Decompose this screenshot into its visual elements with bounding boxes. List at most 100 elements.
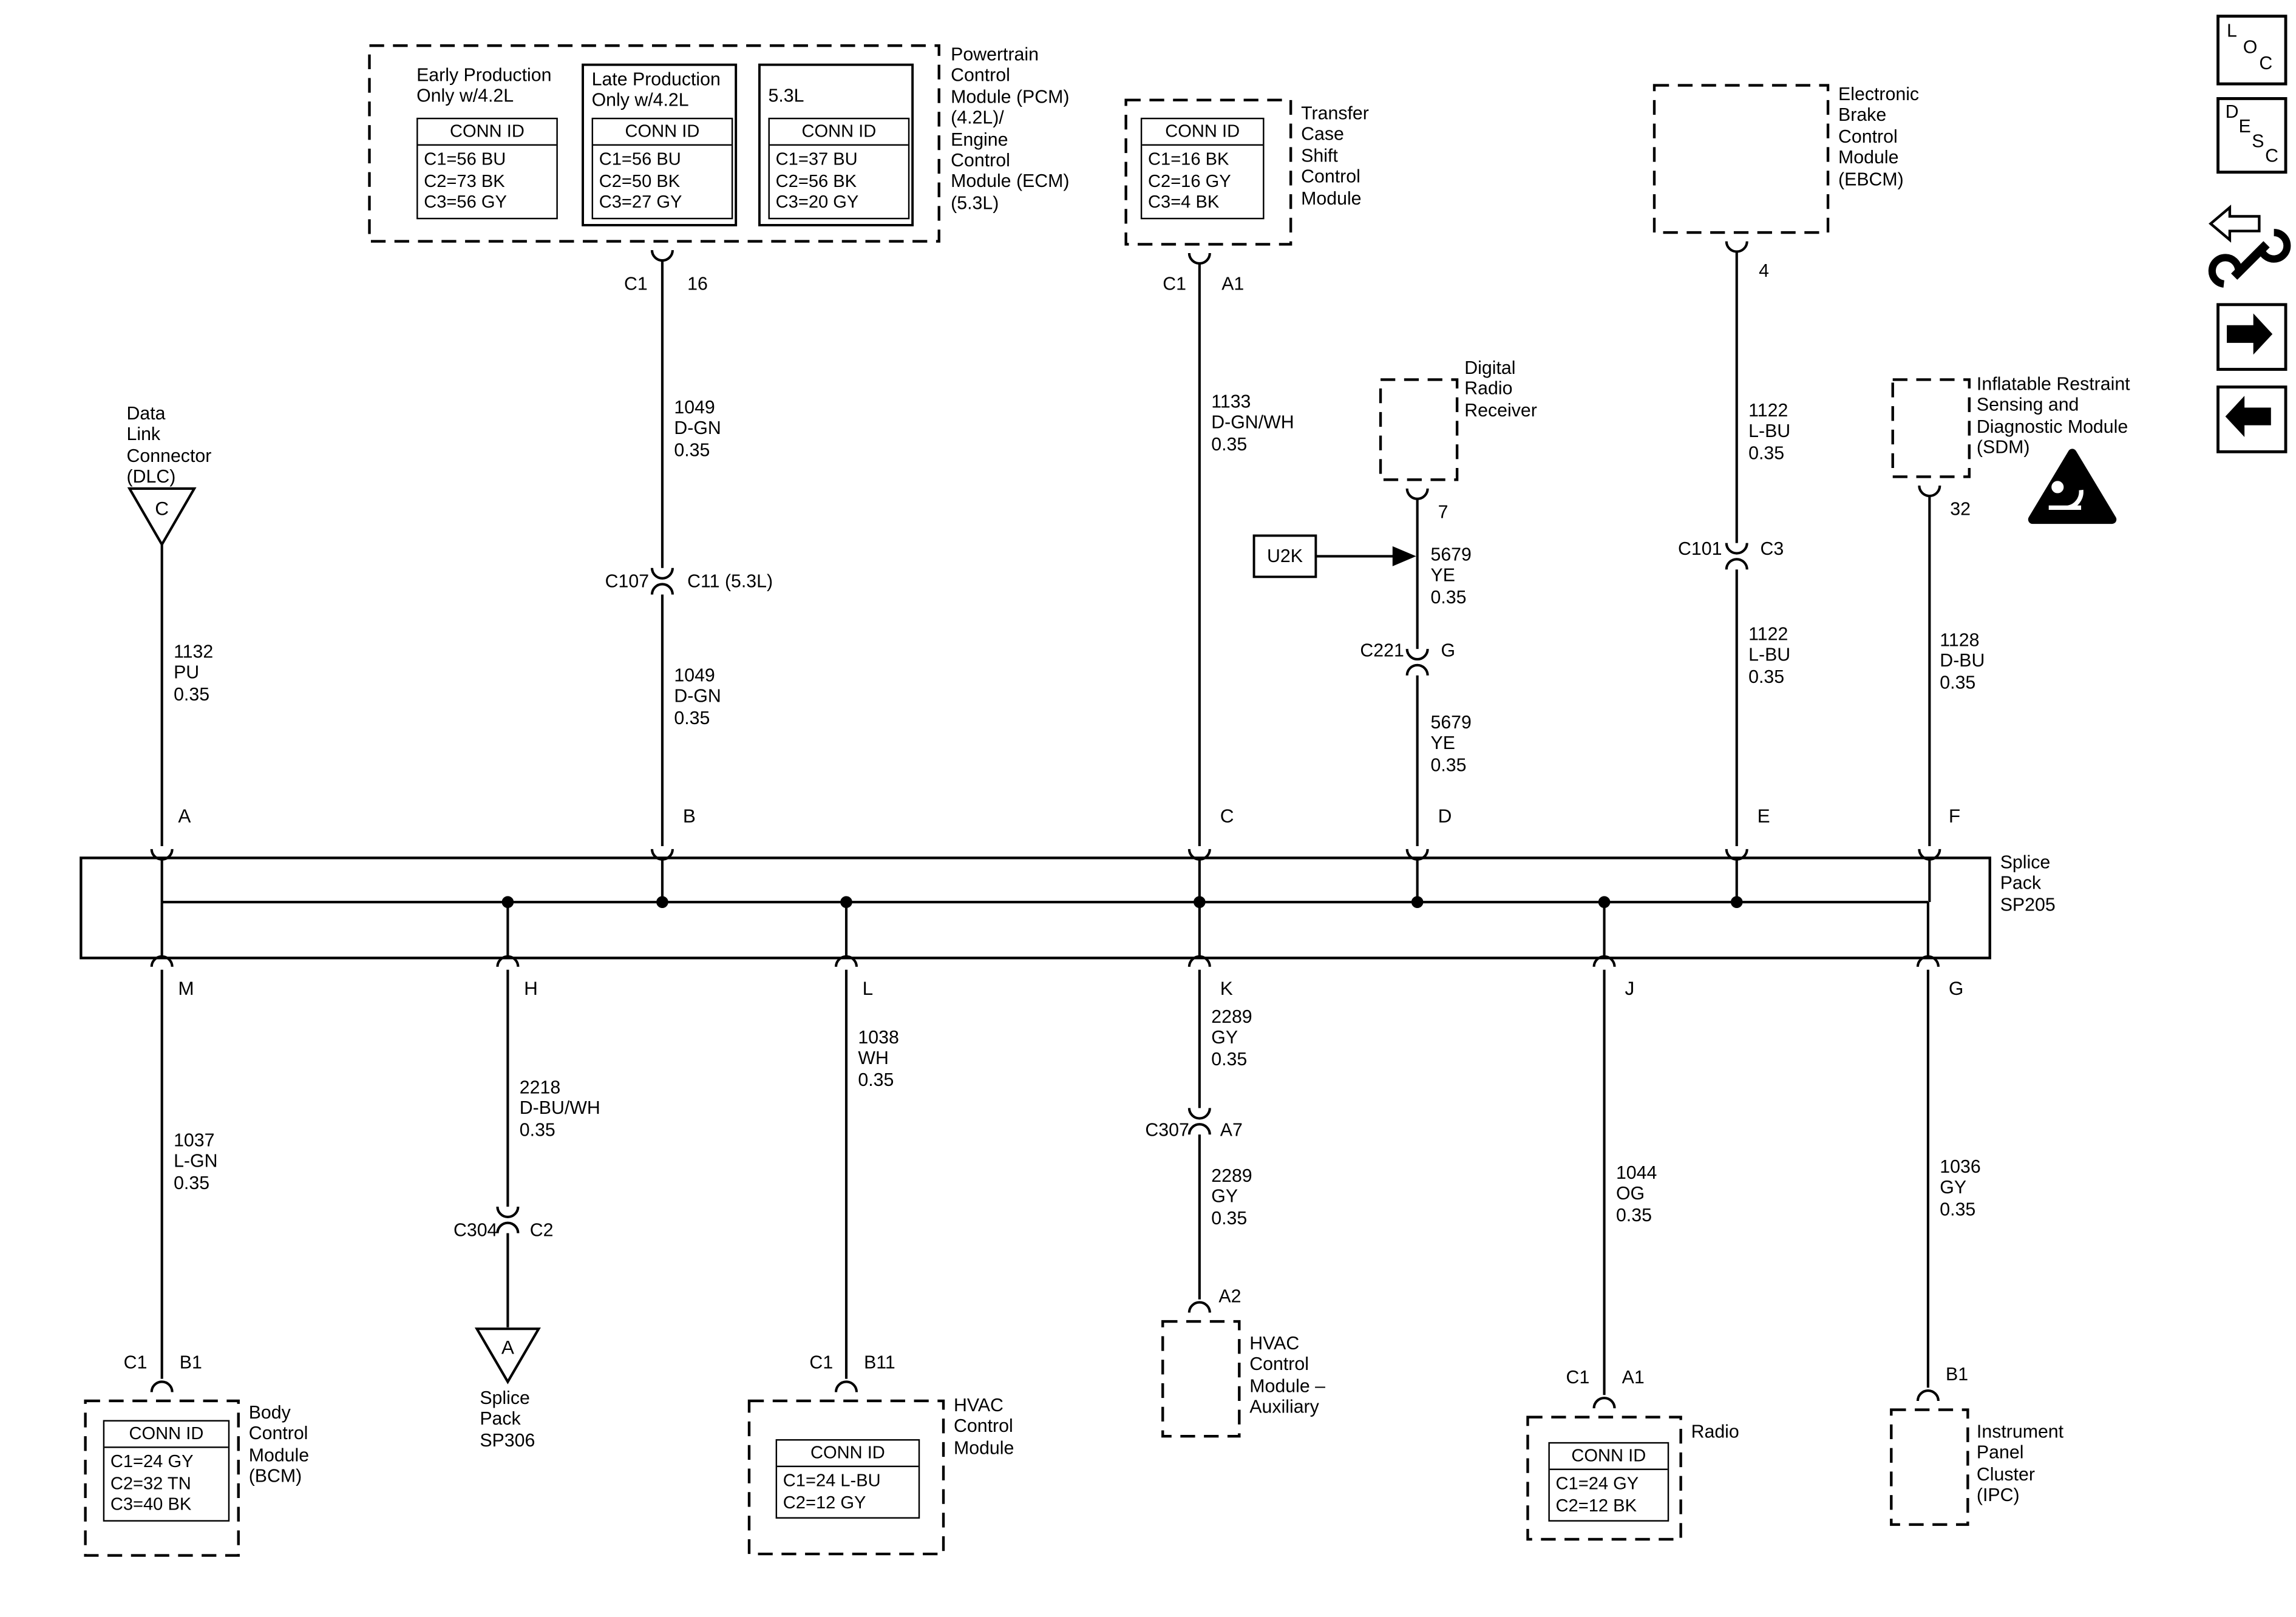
- sdm-pin-label: 32: [1950, 498, 1971, 520]
- service-icon[interactable]: [2206, 200, 2292, 288]
- wire-label-pcm-lower: 1049 D-GN 0.35: [674, 665, 721, 728]
- desc-letter: D: [2225, 101, 2239, 123]
- bcm-conn-label: C1: [123, 1352, 148, 1373]
- terminal-j: J: [1625, 977, 1635, 1000]
- wire-label-dlc: 1132 PU 0.35: [174, 642, 214, 705]
- drr-pin-label: 7: [1438, 501, 1449, 523]
- right-arrow-icon: [2227, 313, 2273, 355]
- bcm-branch: [150, 902, 174, 1392]
- loc-button[interactable]: L O C: [2216, 15, 2288, 86]
- pcm-early-title: Early Production Only w/4.2L: [416, 64, 552, 107]
- splice-pack-label: Splice Pack SP205: [2000, 852, 2056, 915]
- sdm-label: Inflatable Restraint Sensing and Diagnos…: [1976, 373, 2130, 458]
- pcm-53l-conn-table: CONN ID C1=37 BU C2=56 BK C3=20 GY: [768, 117, 910, 219]
- dlc-label: Data Link Connector (DLC): [126, 403, 212, 487]
- c304-right-label: C2: [529, 1219, 554, 1241]
- c221-left-label: C221: [1360, 640, 1404, 661]
- ebcm-branch: [1725, 241, 1748, 903]
- conn-id-row: C2=12 BK: [1555, 1494, 1637, 1516]
- radio-branch: [1592, 902, 1616, 1409]
- wire-label-ebcm-lower: 1122 L-BU 0.35: [1748, 623, 1791, 687]
- c307-left-label: C307: [1145, 1119, 1189, 1141]
- c221-right-label: G: [1441, 640, 1456, 661]
- terminal-l: L: [862, 977, 874, 1000]
- bcm-label: Body Control Module (BCM): [248, 1402, 310, 1486]
- loc-letter: O: [2243, 36, 2258, 58]
- c107-right-label: C11 (5.3L): [687, 571, 773, 592]
- wire-label-ebcm-upper: 1122 L-BU 0.35: [1748, 400, 1791, 464]
- pcm-late-title: Late Production Only w/4.2L: [591, 69, 721, 111]
- desc-letter: E: [2238, 116, 2251, 137]
- radio-conn-table: CONN ID C1=24 GY C2=12 BK: [1548, 1442, 1669, 1522]
- ebcm-pin-label: 4: [1759, 260, 1769, 282]
- wire-label-hvac: 1038 WH 0.35: [858, 1027, 899, 1090]
- pcm-late-group-box: [582, 63, 738, 226]
- sdm-box: [1891, 378, 1971, 478]
- conn-id-row: C1=24 GY: [110, 1451, 194, 1472]
- hvac-label: HVAC Control Module: [953, 1395, 1014, 1458]
- c307-right-label: A7: [1220, 1119, 1243, 1141]
- tccm-label: Transfer Case Shift Control Module: [1301, 103, 1369, 209]
- terminal-b: B: [682, 805, 696, 827]
- desc-button[interactable]: D E S C: [2216, 97, 2288, 174]
- splice-bus: [161, 896, 1928, 908]
- conn-id-row: C1=24 L-BU: [783, 1470, 881, 1491]
- sp306-triangle-letter: A: [501, 1336, 514, 1358]
- conn-id-row: C1=24 GY: [1555, 1473, 1639, 1494]
- conn-id-row: C2=32 TN: [110, 1472, 191, 1493]
- sp306-branch: A: [474, 902, 541, 1385]
- radio-pin-label: A1: [1622, 1367, 1645, 1388]
- drr-label: Digital Radio Receiver: [1464, 358, 1537, 421]
- terminal-a: A: [178, 805, 191, 827]
- wire-label-radio: 1044 OG 0.35: [1615, 1162, 1657, 1225]
- ipc-box: [1890, 1408, 1969, 1526]
- terminal-d: D: [1438, 805, 1452, 827]
- c304-left-label: C304: [453, 1219, 498, 1241]
- drr-box: [1379, 378, 1459, 481]
- desc-letter: S: [2252, 131, 2264, 152]
- forward-button[interactable]: [2216, 303, 2288, 371]
- hvac-aux-branch: [1187, 902, 1211, 1313]
- hvac-box: [747, 1399, 945, 1556]
- wire-label-tccm: 1133 D-GN/WH 0.35: [1211, 391, 1294, 455]
- tccm-conn-label: C1: [1163, 273, 1187, 294]
- conn-id-header: CONN ID: [418, 119, 557, 146]
- pcm-pin-label: 16: [687, 273, 708, 294]
- ebcm-box: [1652, 84, 1830, 234]
- pcm-box: [368, 44, 940, 243]
- back-button[interactable]: [2216, 385, 2288, 453]
- sdm-branch: [1918, 485, 1941, 903]
- tccm-conn-table: CONN ID C1=16 BK C2=16 GY C3=4 BK: [1140, 117, 1265, 219]
- conn-id-header: CONN ID: [1549, 1443, 1668, 1470]
- c107-left-label: C107: [605, 571, 650, 592]
- radio-box: [1526, 1415, 1682, 1541]
- conn-id-row: C2=16 GY: [1148, 170, 1231, 191]
- airbag-warning-icon: [2028, 449, 2117, 524]
- conn-id-row: C2=56 BK: [775, 170, 857, 191]
- tccm-branch: [1187, 253, 1211, 903]
- pcm-branch: [650, 249, 674, 903]
- conn-id-row: C1=37 BU: [775, 148, 858, 169]
- wire-label-drr-upper: 5679 YE 0.35: [1430, 544, 1472, 608]
- ipc-branch: [1916, 902, 1940, 1402]
- radio-conn-label: C1: [1566, 1367, 1590, 1388]
- hvac-pin-label: B11: [864, 1352, 895, 1373]
- hvac-aux-label: HVAC Control Module – Auxiliary: [1249, 1333, 1325, 1417]
- radio-label: Radio: [1691, 1421, 1739, 1442]
- hvac-conn-label: C1: [809, 1352, 834, 1373]
- ipc-label: Instrument Panel Cluster (IPC): [1976, 1421, 2064, 1506]
- desc-letter: C: [2265, 146, 2278, 166]
- conn-id-header: CONN ID: [104, 1422, 228, 1448]
- conn-id-header: CONN ID: [1142, 119, 1263, 146]
- pcm-label: Powertrain Control Module (PCM) (4.2L)/ …: [951, 44, 1070, 213]
- splice-pack-box: [80, 856, 1991, 960]
- conn-id-row: C2=73 BK: [424, 170, 505, 191]
- wire-label-hvac-aux-upper: 2289 GY 0.35: [1211, 1006, 1252, 1070]
- pcm-early-conn-table: CONN ID C1=56 BU C2=73 BK C3=56 GY: [416, 117, 558, 219]
- conn-id-row: C2=12 GY: [783, 1491, 866, 1513]
- wire-label-bcm: 1037 L-GN 0.35: [174, 1130, 218, 1193]
- wire-label-sdm: 1128 D-BU 0.35: [1940, 629, 1985, 693]
- loc-letter: C: [2259, 53, 2273, 74]
- c101-right-label: C3: [1760, 538, 1784, 560]
- wire-label-pcm-upper: 1049 D-GN 0.35: [674, 397, 721, 461]
